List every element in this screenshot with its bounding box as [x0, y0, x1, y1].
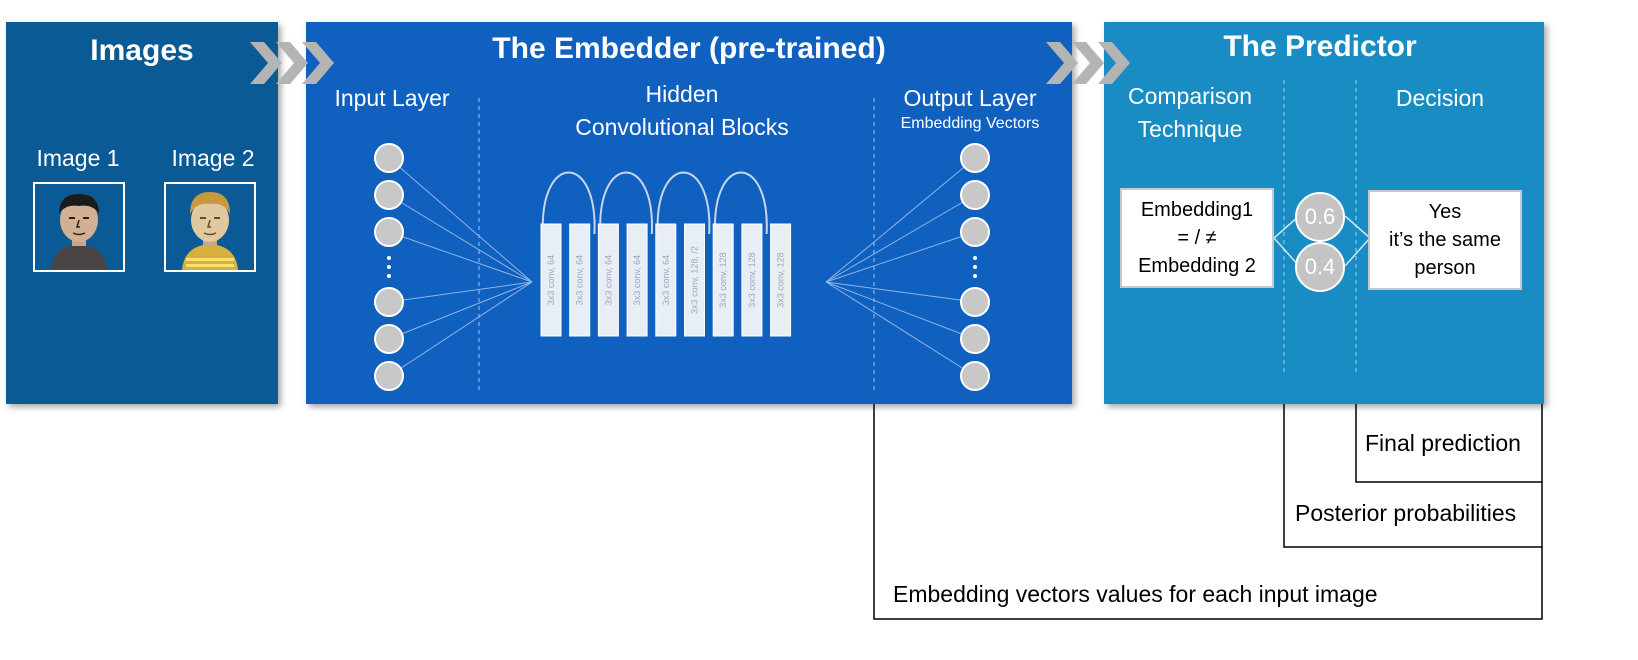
conv-block-label: 3x3 conv, 64 [661, 255, 671, 305]
conv-block [712, 223, 734, 337]
neuron-node [374, 143, 404, 173]
embedding-line-2: = / ≠ [1177, 227, 1217, 249]
conv-block [684, 223, 705, 337]
ellipsis-dot [973, 256, 977, 260]
conv-block [626, 223, 648, 337]
image2-label: Image 2 [171, 145, 255, 171]
probability-links [1273, 215, 1371, 267]
skip-connection-arc [541, 171, 596, 235]
input-nodes [374, 143, 404, 391]
decision-line-3: person [1414, 257, 1476, 279]
neuron-node [960, 324, 990, 354]
comparison-label-line2: Technique [1137, 116, 1243, 142]
neuron-node [960, 287, 990, 317]
neuron-node [374, 217, 404, 247]
predictor-title: The Predictor [1223, 30, 1417, 63]
neuron-node [374, 180, 404, 210]
conv-block-label: 3x3 conv, 128 [776, 252, 786, 307]
skip-connection-arc [599, 171, 653, 235]
neuron-node [960, 180, 990, 210]
person1-avatar-icon [33, 182, 125, 272]
comparison-label-line1: Comparison [1128, 83, 1252, 109]
hidden-label: Hidden [645, 81, 719, 107]
ellipsis-dot [387, 256, 391, 260]
conv-block-label: 3x3 conv, 128 [718, 252, 728, 307]
decision-line-2: it’s the same [1389, 229, 1501, 251]
neuron-node [374, 324, 404, 354]
image1-label: Image 1 [36, 145, 120, 171]
neuron-node [960, 217, 990, 247]
conv-block-label: 3x3 conv, 64 [603, 255, 613, 305]
decision-label: Decision [1395, 85, 1485, 111]
skip-connection-arc [714, 171, 768, 235]
conv-block-label: 3x3 conv, 128, /2 [690, 246, 700, 314]
embedding-vectors-label: Embedding Vectors [900, 115, 1040, 132]
neuron-node [374, 287, 404, 317]
connection-lines [388, 157, 976, 377]
predictor-graphic [1273, 80, 1371, 374]
ellipsis-dot [387, 265, 391, 269]
images-panel: Images Image 1 Image 2 [6, 22, 278, 404]
conv-block [770, 223, 792, 337]
conv-blocks: 3x3 conv, 64 3x3 conv, 64 3x3 conv, 64 3x3 … [540, 223, 792, 337]
conv-block-label: 3x3 conv, 64 [546, 255, 556, 305]
neuron-node [374, 361, 404, 391]
embedding-line-1: Embedding1 [1140, 199, 1254, 221]
final-prediction-label: Final prediction [1365, 430, 1521, 456]
conv-block [569, 223, 591, 337]
output-nodes [960, 143, 990, 391]
probability-no: 0.4 [1295, 242, 1345, 292]
decision-box: Yes it’s the same person [1368, 190, 1522, 290]
ellipsis-dot [973, 274, 977, 278]
neuron-node [960, 143, 990, 173]
images-title: Images [90, 34, 194, 67]
skip-connection-arc [656, 171, 711, 235]
embedding-values-label: Embedding vectors values for each input … [893, 581, 1378, 607]
embedder-panel: 3x3 conv, 64 3x3 conv, 64 3x3 conv, 64 3x3 … [306, 22, 1072, 404]
conv-block-label: 3x3 conv, 64 [632, 255, 642, 305]
chevron-arrow-icon [1046, 42, 1130, 84]
chevron-arrow-icon [250, 42, 334, 84]
conv-block-label: 3x3 conv, 64 [575, 255, 585, 305]
input-layer-label: Input Layer [334, 85, 450, 111]
ellipsis-dot [973, 265, 977, 269]
skip-connection-arcs [541, 171, 768, 235]
embedding-line-3: Embedding 2 [1138, 255, 1256, 277]
conv-blocks-label: Convolutional Blocks [575, 114, 789, 140]
output-layer-label: Output Layer [903, 85, 1037, 111]
embedder-network-graphic: 3x3 conv, 64 3x3 conv, 64 3x3 conv, 64 3x3 … [374, 98, 990, 391]
probability-yes: 0.6 [1295, 192, 1345, 242]
conv-block [540, 223, 562, 337]
ellipsis-dot [387, 274, 391, 278]
posterior-probabilities-label: Posterior probabilities [1295, 500, 1517, 526]
neuron-node [960, 361, 990, 391]
conv-block-label: 3x3 conv, 128 [747, 252, 757, 307]
decision-line-1: Yes [1428, 201, 1462, 223]
conv-block [655, 223, 677, 337]
conv-block [741, 223, 763, 337]
conv-block [597, 223, 619, 337]
person2-avatar-icon [164, 182, 256, 272]
embedder-title: The Embedder (pre-trained) [492, 32, 886, 65]
embedding-comparison-box: Embedding1 = / ≠ Embedding 2 [1120, 188, 1274, 288]
predictor-panel: The Predictor Comparison Technique Decis… [1104, 22, 1544, 404]
